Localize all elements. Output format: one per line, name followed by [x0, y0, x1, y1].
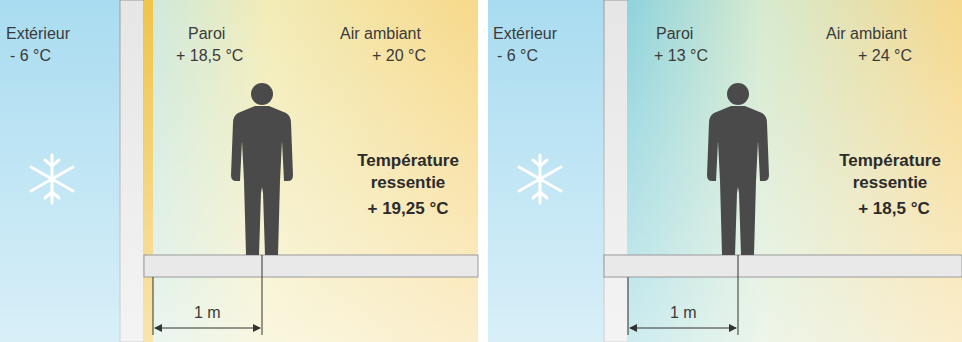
- zone-name: Air ambiant: [340, 24, 421, 43]
- felt-temperature-value: + 18,5 °C: [834, 198, 954, 220]
- temperature-value: + 24 °C: [858, 46, 912, 65]
- temperature-value: + 13 °C: [654, 46, 708, 65]
- zone-name: Paroi: [656, 24, 693, 43]
- snowflake: [519, 155, 561, 203]
- temperature-value: + 18,5 °C: [176, 46, 243, 65]
- temperature-value: - 6 °C: [10, 46, 51, 65]
- felt-temperature-title: Température ressentie: [822, 150, 958, 194]
- zone-name: Air ambiant: [826, 24, 907, 43]
- dimension-label: 1 m: [670, 303, 697, 322]
- snowflake: [31, 155, 73, 203]
- zone-name: Extérieur: [493, 24, 557, 43]
- temperature-value: - 6 °C: [497, 46, 538, 65]
- dimension-label: 1 m: [194, 303, 221, 322]
- panel-left: [0, 0, 478, 342]
- felt-temperature-value: + 19,25 °C: [350, 198, 466, 220]
- zone-name: Extérieur: [6, 24, 70, 43]
- felt-temperature-title: Température ressentie: [340, 150, 476, 194]
- zone-name: Paroi: [188, 24, 225, 43]
- panel-right: [488, 0, 962, 342]
- temperature-value: + 20 °C: [372, 46, 426, 65]
